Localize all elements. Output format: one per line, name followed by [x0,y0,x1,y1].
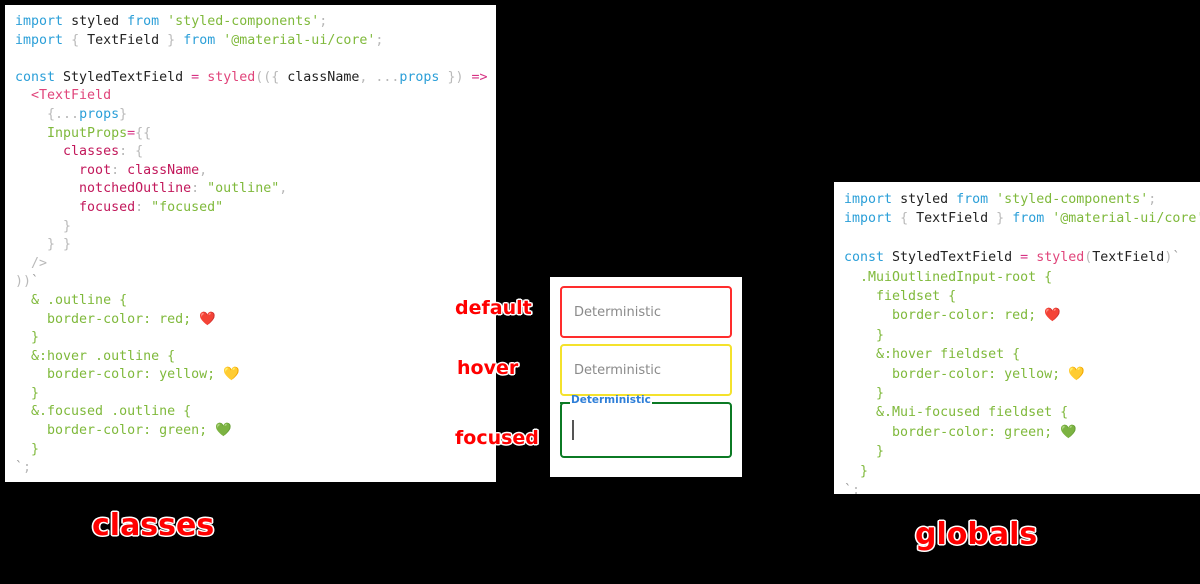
notch-left-segment [560,402,570,404]
caption-classes: classes [92,508,215,543]
annotation-default: default [455,297,532,319]
annotation-focused: focused [455,427,539,449]
textfield-default[interactable]: Deterministic [560,286,732,338]
textfield-focused[interactable]: Deterministic [560,394,732,458]
textfield-focused-label: Deterministic [571,394,651,406]
text-caret [572,420,574,440]
code-panel-classes: import styled from 'styled-components';i… [5,5,496,482]
textfield-hover-placeholder: Deterministic [574,362,661,378]
caption-globals: globals [915,517,1038,552]
notched-outline [560,402,732,458]
textfield-default-placeholder: Deterministic [574,304,661,320]
textfield-demo-panel: Deterministic Deterministic Deterministi… [550,277,742,477]
code-panel-globals: import styled from 'styled-components';i… [834,182,1200,494]
code-block-globals: import styled from 'styled-components';i… [844,192,1200,494]
code-block-classes: import styled from 'styled-components';i… [15,14,496,476]
annotation-hover: hover [457,357,519,379]
textfield-hover[interactable]: Deterministic [560,344,732,396]
